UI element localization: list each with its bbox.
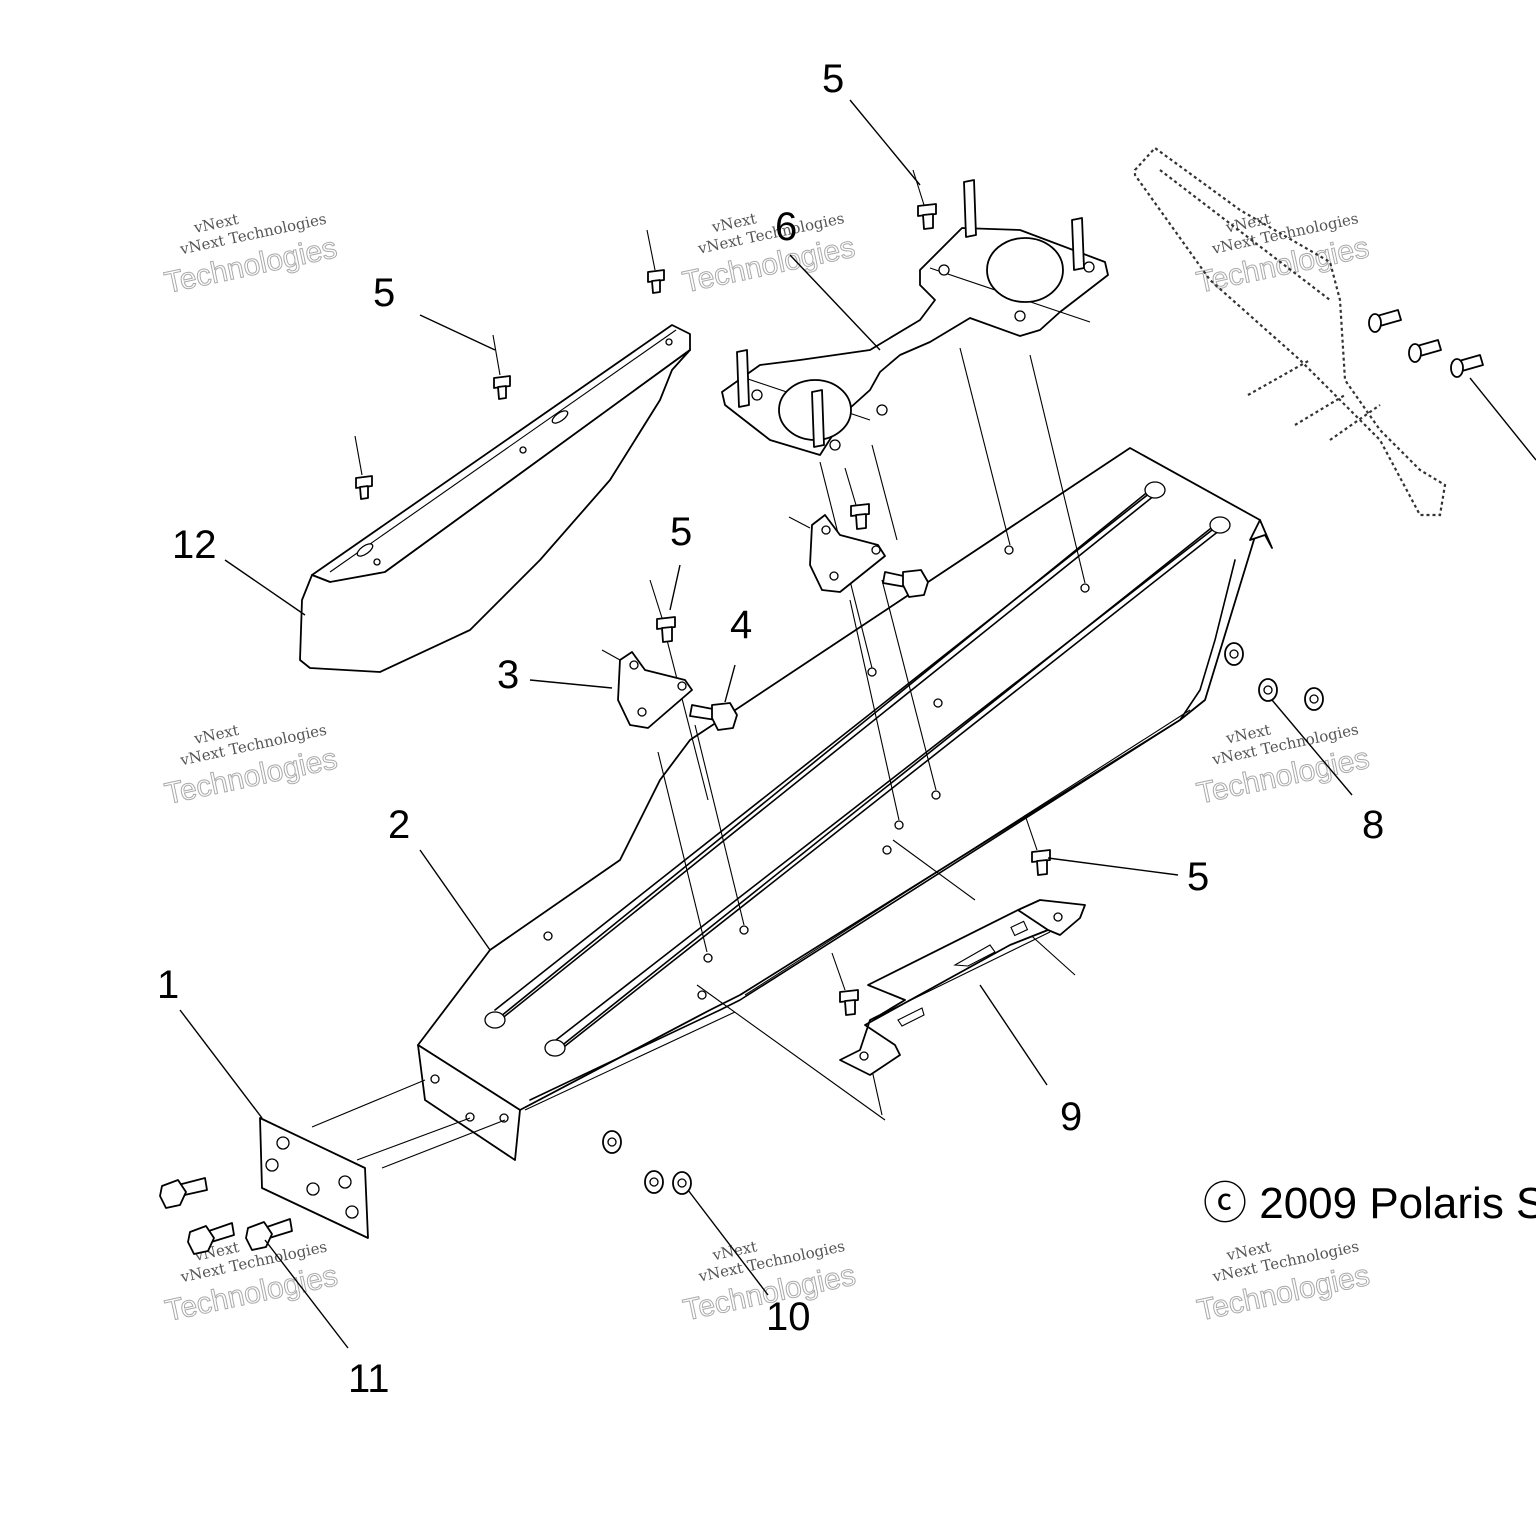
callout-1: 1 — [157, 963, 179, 1007]
part-2-rail — [417, 447, 1273, 1161]
part-12-cover — [299, 324, 691, 673]
part-10-nut-1 — [602, 1130, 622, 1154]
callout-5-right: 5 — [1187, 855, 1209, 899]
callout-12: 12 — [172, 523, 217, 567]
bolt-upper-right-2 — [1408, 339, 1442, 363]
rivet-bracket-mid — [844, 467, 870, 530]
rivet-cover-3 — [354, 435, 373, 500]
part-4-bolt — [689, 702, 738, 731]
rivet-bracket-top — [912, 169, 937, 230]
callout-8: 8 — [1362, 803, 1384, 847]
part-11-bolt-1 — [159, 1177, 208, 1209]
copyright-notice: ⓒ 2009 Polaris Sa — [1203, 1179, 1536, 1228]
bolt-upper-bracket — [882, 569, 929, 598]
rivet-cover-1 — [492, 334, 511, 400]
callout-5-top: 5 — [822, 57, 844, 101]
part-10-nut-3 — [672, 1171, 692, 1195]
assembly-lines — [311, 347, 1086, 1169]
bolt-upper-right-3 — [1450, 354, 1484, 378]
part-11-bolt-3 — [245, 1218, 293, 1251]
part-8-nut-3 — [1304, 687, 1324, 711]
part-6-bracket — [721, 179, 1109, 456]
callout-3: 3 — [497, 653, 519, 697]
part-bracket-upper — [788, 514, 886, 593]
watermark-top-center: vNext vNext Technologies Technologies — [679, 209, 858, 300]
bolt-upper-right-1 — [1368, 309, 1402, 333]
watermark-top-right: vNext vNext Technologies Technologies — [1193, 209, 1372, 300]
callout-6: 6 — [775, 205, 797, 249]
watermark-bottom-right: vNext vNext Technologies Technologies — [1194, 1237, 1373, 1328]
leader-lines — [179, 99, 1353, 1349]
part-8-nut-1 — [1224, 642, 1244, 666]
callout-5-mid: 5 — [670, 510, 692, 554]
watermark-mid-left: vNext vNext Technologies Technologies — [161, 721, 340, 812]
watermark-mid-right: vNext vNext Technologies Technologies — [1193, 720, 1372, 811]
callout-11: 11 — [348, 1357, 390, 1401]
part-11-bolt-2 — [187, 1222, 235, 1255]
rivet-cover-2 — [646, 229, 665, 294]
watermark-top-left: vNext vNext Technologies Technologies — [161, 210, 340, 301]
callout-10: 10 — [766, 1295, 811, 1339]
part-9-bracket — [839, 899, 1086, 1076]
callout-4: 4 — [730, 603, 752, 647]
callout-2: 2 — [388, 803, 410, 847]
rivet-part-9-lower — [831, 952, 859, 1016]
callout-5-left: 5 — [373, 271, 395, 315]
part-3-bracket — [601, 649, 693, 729]
rivet-part-9-upper — [1024, 814, 1051, 876]
part-panel-upper-right — [1133, 146, 1447, 517]
part-1-plate — [259, 1117, 369, 1239]
part-10-nut-2 — [644, 1170, 664, 1194]
part-8-nut-2 — [1258, 678, 1278, 702]
rivet-part-3 — [649, 579, 676, 643]
callout-9: 9 — [1060, 1095, 1082, 1139]
